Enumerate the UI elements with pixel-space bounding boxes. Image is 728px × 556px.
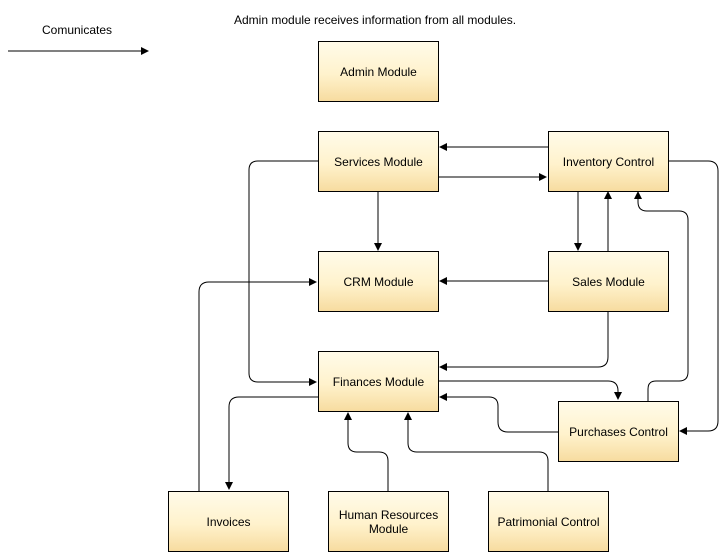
- edge-services-to-finances: [248, 160, 318, 386]
- edge-hr-to-finances: [344, 412, 389, 491]
- legend-label: Comunicates: [42, 23, 113, 37]
- edge-inventory-to-purchases: [668, 160, 719, 435]
- node-inventory-control: Inventory Control: [548, 131, 669, 192]
- node-invoices: Invoices: [168, 491, 289, 552]
- diagram-note: Admin module receives information from a…: [234, 13, 517, 27]
- node-admin-module: Admin Module: [318, 41, 439, 102]
- edge-finances-to-purchases: [438, 380, 622, 400]
- node-services-module: Services Module: [318, 131, 439, 192]
- edge-sales-to-finances: [439, 311, 609, 371]
- node-finances-module: Finances Module: [318, 351, 439, 412]
- node-purchases-control: Purchases Control: [558, 401, 679, 462]
- edge-patrimonial-to-finances: [404, 412, 549, 491]
- edge-invoices-to-crm: [198, 278, 317, 491]
- edge-purchases-to-inventory: [634, 191, 689, 401]
- edge-finances-to-invoices: [225, 396, 318, 490]
- node-human-resources-module: Human Resources Module: [328, 491, 449, 552]
- node-crm-module: CRM Module: [318, 251, 439, 312]
- edge-purchases-to-finances: [439, 393, 558, 433]
- node-sales-module: Sales Module: [548, 251, 669, 312]
- node-patrimonial-control: Patrimonial Control: [488, 491, 609, 552]
